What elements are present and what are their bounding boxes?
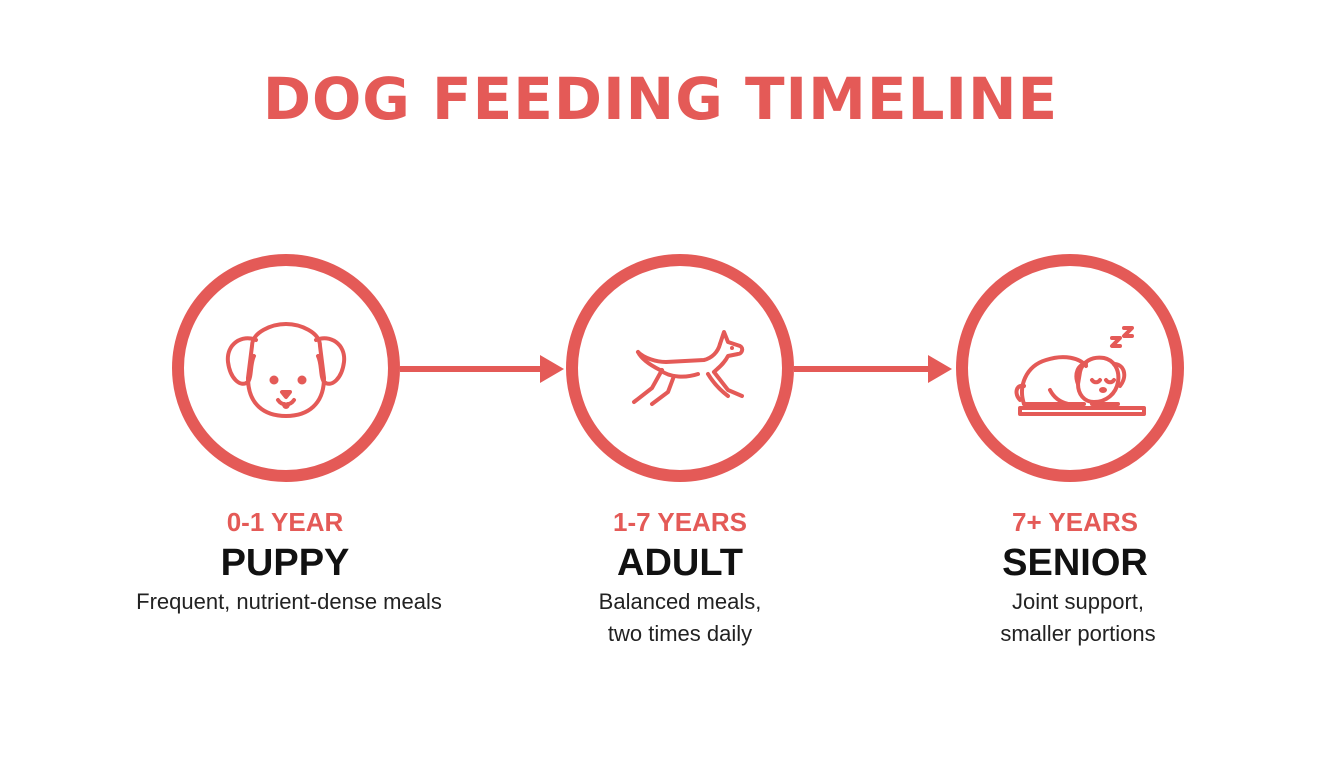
stage-circle-puppy: [172, 254, 400, 482]
running-dog-icon: [632, 330, 745, 406]
sleeping-dog-icon: [1014, 326, 1146, 416]
stage-description-line: Joint support,: [1011, 589, 1145, 614]
stage-name-senior: SENIOR: [1002, 542, 1148, 584]
page-title: DOG FEEDING TIMELINE: [262, 65, 1059, 133]
stage-description-line: Frequent, nutrient-dense meals: [136, 589, 442, 614]
stage-age-senior: 7+ YEARS: [1012, 507, 1138, 537]
stage-description-line: two times daily: [607, 621, 753, 646]
stage-description-puppy: Frequent, nutrient-dense meals: [89, 586, 489, 618]
stage-description-adult: Balanced meals, two times daily: [480, 586, 880, 650]
stage-age-puppy: 0-1 YEAR: [226, 507, 344, 537]
arrow-puppy-to-adult: [400, 352, 566, 386]
stage-age-adult: 1-7 YEARS: [613, 507, 747, 537]
arrow-adult-to-senior: [794, 352, 954, 386]
stage-circle-adult: [566, 254, 794, 482]
stage-name-puppy: PUPPY: [220, 542, 350, 584]
stage-name-adult: ADULT: [617, 542, 743, 584]
stage-description-line: smaller portions: [1000, 621, 1156, 646]
stage-description-line: Balanced meals,: [598, 589, 762, 614]
stage-description-senior: Joint support, smaller portions: [878, 586, 1278, 650]
stage-circle-senior: [956, 254, 1184, 482]
puppy-face-icon: [225, 322, 347, 418]
